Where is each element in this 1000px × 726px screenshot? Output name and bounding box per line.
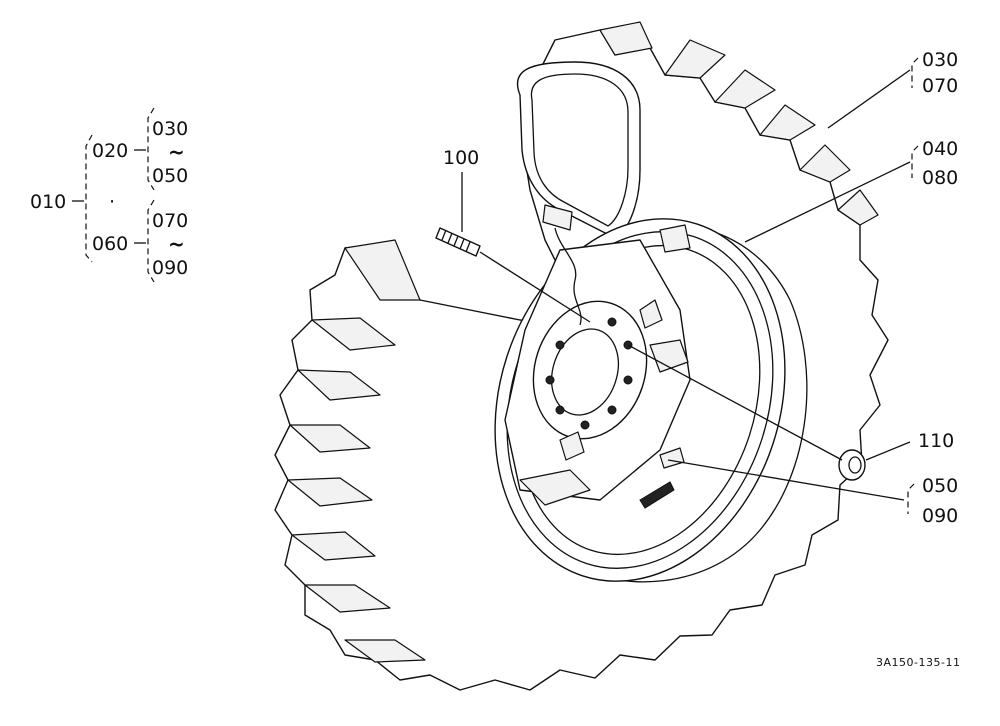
leader-030-070 [827,69,911,129]
tread-lug [664,39,726,79]
bolt-hole [580,420,590,430]
bolt-hole [623,375,633,385]
tread-lug [289,424,371,453]
nut-bore [848,456,862,474]
label-010[interactable]: 010 [30,191,66,213]
leader-100-axis [479,251,591,323]
tread-lug [837,189,879,226]
tire-cross-section-inner [530,73,629,227]
tire-valve [639,481,675,509]
label-110[interactable]: 110 [918,430,954,452]
bolt-hole [607,405,617,415]
tread-lug [714,69,776,109]
label-030-right[interactable]: 030 [922,49,958,71]
rim-clip-wire [554,227,582,326]
label-070-left[interactable]: 070 [152,210,188,232]
stud-bolt [435,227,481,257]
callout-bracket [911,145,919,178]
disc-mounting-lug [639,299,663,329]
separator-dot: · [109,191,115,213]
callout-bracket [907,483,915,514]
bolt-hole [555,405,565,415]
label-040[interactable]: 040 [922,138,958,160]
leader-110 [865,441,911,461]
tree-bracket-upper [147,107,155,191]
tread-lug [759,104,816,141]
stud-bolt-body [435,227,481,257]
hex-nut [838,449,866,481]
hub-bore [551,328,619,416]
rim-clip [542,204,573,231]
label-050-right[interactable]: 050 [922,475,958,497]
tilde-upper: ~ [168,140,185,164]
tire-cross-section [516,61,641,239]
leader-050-090 [667,459,905,501]
label-060[interactable]: 060 [92,233,128,255]
tire-bead-line [559,225,808,583]
leader-110-axis [627,344,843,461]
valve-cover [659,447,685,469]
bolt-hole [555,340,565,350]
thread-line [459,238,465,250]
tread-lug [344,239,421,301]
bolt-hole [545,375,555,385]
disc-mounting-lug [559,431,585,461]
label-030-left[interactable]: 030 [152,118,188,140]
label-020[interactable]: 020 [92,140,128,162]
drawing-code: 3A150-135-11 [876,656,960,669]
tree-bracket-lower [147,199,155,283]
callout-bracket [911,57,919,88]
tread-lug [311,317,396,351]
wheel-rim [494,204,786,582]
disc-bracket [519,469,591,506]
tread-lug [297,369,381,401]
leader-lines [461,69,911,501]
thread-line [441,229,447,241]
disc-bracket [659,224,691,253]
bolt-hole [607,317,617,327]
tread-lug [344,639,426,663]
label-090-right[interactable]: 090 [922,505,958,527]
disc-bracket [649,339,689,373]
label-080[interactable]: 080 [922,167,958,189]
label-070-right[interactable]: 070 [922,75,958,97]
nut-body [838,449,866,481]
tilde-lower: ~ [168,232,185,256]
callout-labels: 100 030 070 040 080 110 050 090 3A150-13… [443,49,960,669]
tread-lug [287,477,373,507]
thread-line [453,235,459,247]
leader-040-080 [744,161,911,243]
part-tree: 010 020 030 ~ 050 · 060 070 ~ 090 [30,107,188,283]
tread-lug [304,584,391,613]
label-090-left[interactable]: 090 [152,257,188,279]
thread-line [465,241,471,253]
label-050-left[interactable]: 050 [152,165,188,187]
thread-line [447,232,453,244]
tread-lug [599,21,653,56]
label-100[interactable]: 100 [443,147,479,169]
tread-lug [291,531,376,561]
tread-lug [799,144,851,183]
